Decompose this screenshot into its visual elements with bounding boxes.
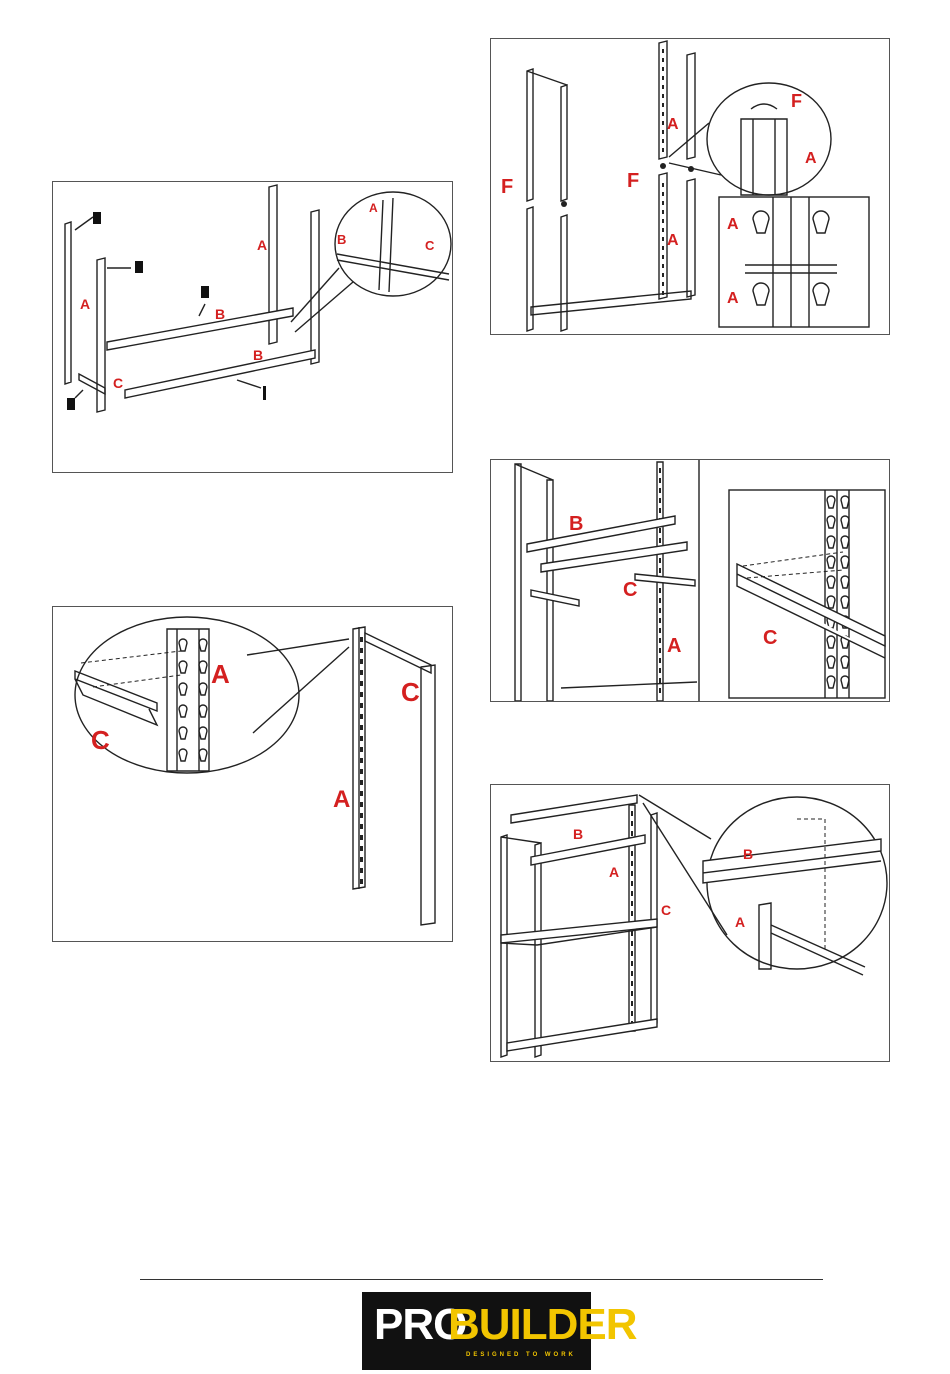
- label-b: B: [569, 513, 583, 535]
- assembly-figure-4: B C A C: [490, 459, 890, 702]
- label-c-lower: C: [113, 375, 123, 391]
- assembly-figure-2: A C A C: [52, 606, 453, 942]
- probuilder-logo: PRO BUILDER DESIGNED TO WORK: [362, 1292, 591, 1370]
- logo-builder-text: BUILDER: [448, 1300, 637, 1350]
- label-a-zoom: A: [735, 914, 745, 930]
- label-a-upper: A: [667, 116, 679, 133]
- label-c: C: [661, 902, 671, 918]
- label-a-zoom: A: [369, 201, 378, 215]
- label-a-left: A: [80, 296, 90, 312]
- label-c-top: C: [401, 677, 420, 707]
- label-b-zoom: B: [743, 846, 753, 862]
- label-b-zoom: B: [337, 232, 346, 247]
- label-c: C: [623, 579, 637, 601]
- assembly-figure-5: B A C B A: [490, 784, 890, 1062]
- label-f-zoom: F: [791, 91, 802, 111]
- label-a-box-bottom: A: [727, 290, 739, 307]
- label-b-upper: B: [215, 306, 225, 322]
- label-b: B: [573, 826, 583, 842]
- label-c-zoom: C: [91, 725, 110, 755]
- label-a-zoom: A: [805, 150, 817, 167]
- label-a-zoom: A: [211, 659, 230, 689]
- label-a-upright: A: [333, 786, 350, 813]
- label-a-right: A: [257, 237, 267, 253]
- label-a: A: [667, 635, 681, 657]
- logo-tagline: DESIGNED TO WORK: [466, 1352, 576, 1358]
- label-c-zoom: C: [763, 627, 777, 649]
- label-f-middle: F: [627, 170, 639, 192]
- label-a-box-top: A: [727, 216, 739, 233]
- label-a-lower: A: [667, 232, 679, 249]
- label-a: A: [609, 864, 619, 880]
- assembly-figure-1: A B C A B A B C: [52, 181, 453, 473]
- label-b-lower: B: [253, 347, 263, 363]
- label-f-left: F: [501, 176, 513, 198]
- label-c-zoom: C: [425, 238, 435, 253]
- assembly-figure-3: F F A A F A A A: [490, 38, 890, 335]
- footer-divider: [140, 1279, 823, 1280]
